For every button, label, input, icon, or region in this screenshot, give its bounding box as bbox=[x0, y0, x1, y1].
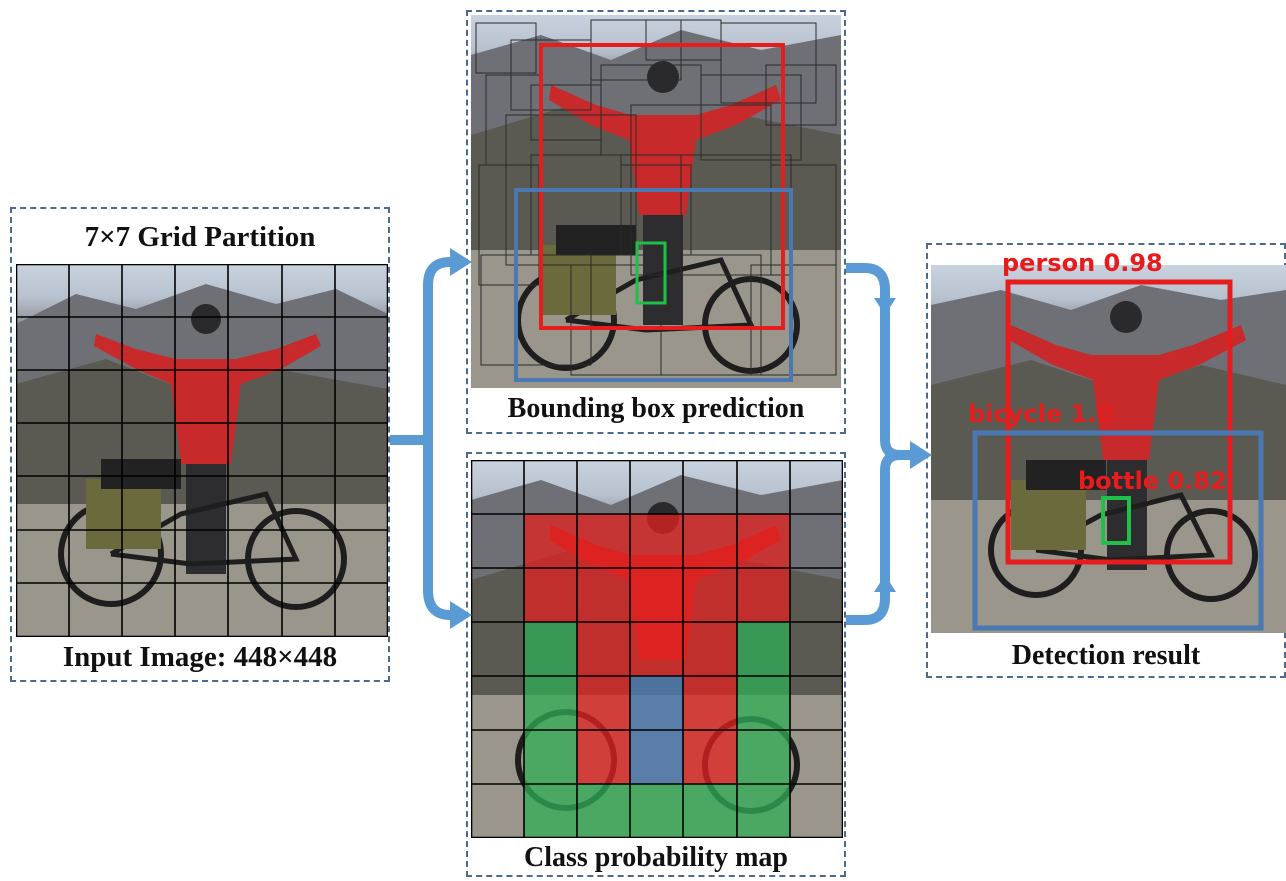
detection-result-caption: Detection result bbox=[1011, 640, 1201, 671]
bottle-bbox bbox=[635, 241, 667, 305]
grid-partition-title: 7×7 Grid Partition bbox=[84, 221, 316, 253]
person-detection-label: person 0.98 bbox=[1002, 249, 1163, 277]
bicycle-detection-label: bicycle 1.0 bbox=[968, 400, 1113, 428]
classmap-photo bbox=[471, 460, 843, 838]
bicycle-bbox bbox=[514, 188, 793, 382]
bicycle-detection-box bbox=[972, 430, 1264, 631]
bottle-detection-label: bottle 0.82 bbox=[1078, 467, 1227, 495]
merge-arrow-bottom bbox=[846, 590, 890, 625]
input-photo-art bbox=[16, 284, 388, 637]
input-photo bbox=[16, 264, 388, 637]
bbox-prediction-panel: Bounding box prediction bbox=[466, 10, 846, 434]
merge-arrow-top bbox=[846, 263, 890, 300]
detection-photo bbox=[931, 265, 1286, 633]
bbox-prediction-caption: Bounding box prediction bbox=[507, 393, 805, 424]
input-image-panel: 7×7 Grid Partition Input bbox=[10, 207, 390, 682]
arrowhead-up-bottom bbox=[874, 575, 896, 592]
grid-overlay bbox=[16, 264, 388, 637]
detection-photo-art bbox=[931, 285, 1286, 633]
class-probability-caption: Class probability map bbox=[524, 842, 788, 873]
candidate-boxes bbox=[475, 19, 837, 382]
bbox-photo bbox=[471, 15, 841, 388]
class-probability-overlay bbox=[471, 460, 843, 838]
detection-result-panel: person 0.98 bicycle 1.0 bottle 0.82 Dete… bbox=[926, 243, 1286, 678]
split-arrow-up bbox=[423, 257, 455, 440]
merge-arrow-join bbox=[880, 300, 912, 460]
input-image-caption: Input Image: 448×448 bbox=[62, 641, 338, 673]
class-probability-panel: Class probability map bbox=[466, 452, 846, 877]
person-detection-box bbox=[1005, 279, 1233, 565]
split-arrow-down bbox=[423, 440, 455, 620]
detection-boxes bbox=[972, 279, 1264, 631]
bottle-detection-box bbox=[1101, 496, 1131, 545]
person-bbox bbox=[539, 43, 785, 330]
arrowhead-down-top bbox=[874, 298, 896, 315]
